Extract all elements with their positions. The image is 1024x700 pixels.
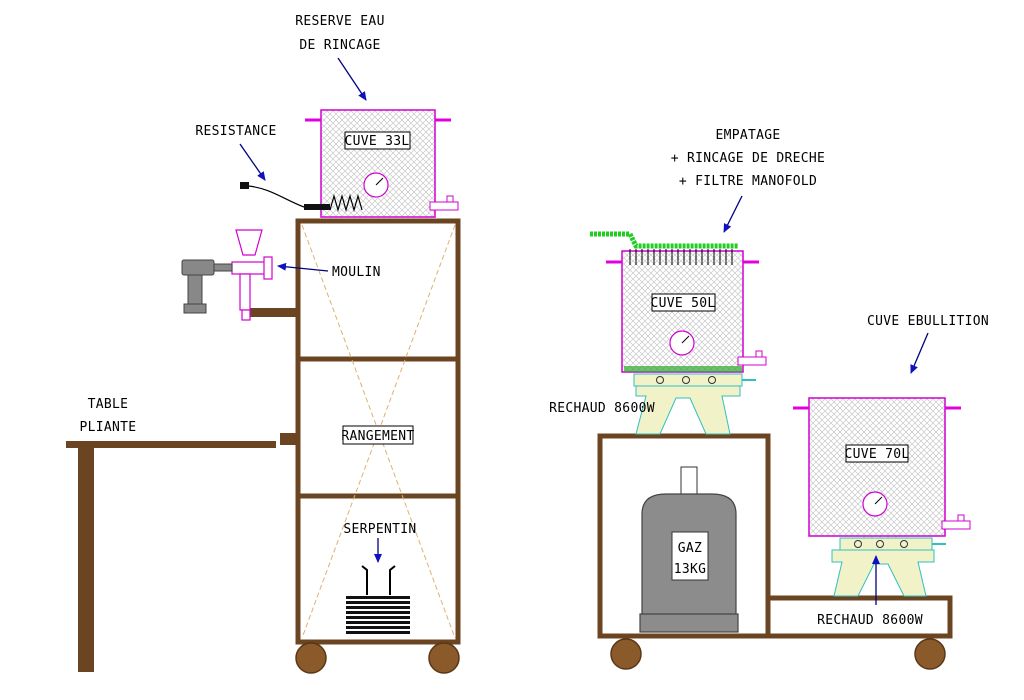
empatage-label-line3: + FILTRE MANOFOLD: [679, 174, 817, 189]
reserve-label-line1: RESERVE EAU: [295, 14, 384, 29]
left-cart-wheel-1: [295, 642, 327, 674]
cuve-70l-valve: [941, 520, 971, 530]
cuve-33l-valve-knob: [446, 195, 454, 203]
moulin-stand: [239, 273, 251, 311]
rechaud-right-annotation: RECHAUD 8600W: [817, 555, 923, 628]
serpentin-windings: [346, 596, 410, 634]
cuve-70l-thermometer-needle: [874, 496, 883, 505]
right-cart: [597, 433, 953, 670]
cuve-50l-thermometer-needle: [681, 335, 690, 344]
resistance-annotation: RESISTANCE: [195, 124, 276, 181]
serpentin-label: SERPENTIN: [343, 522, 416, 537]
right-cart-frame: [597, 433, 771, 639]
drill-body-icon: [181, 259, 215, 276]
empatage-label-line2: + RINCAGE DE DRECHE: [671, 151, 825, 166]
empatage-arrow: [723, 195, 743, 233]
resistance-arrow: [239, 143, 266, 181]
resistance-plug-housing: [304, 204, 330, 210]
drill-grip-icon: [187, 274, 203, 306]
left-cart-wheel-2: [428, 642, 460, 674]
cuve-33l-thermometer-needle: [375, 177, 384, 186]
reserve-eau-annotation: RESERVE EAU DE RINCAGE: [295, 14, 384, 101]
cuve-33l-body: [320, 109, 436, 218]
serpentin-pipes: [361, 565, 396, 595]
rangement-label: RANGEMENT: [341, 429, 414, 444]
cuve-50l: CUVE 50L: [590, 231, 767, 373]
right-cart-wheel-1: [610, 638, 642, 670]
cuve-50l-valve: [737, 356, 767, 366]
table-label-line1: TABLE: [88, 397, 129, 412]
gas-bottle: GAZ 13KG: [639, 466, 739, 633]
rechaud-left-knob-1: [656, 376, 664, 384]
table-pliante: TABLE PLIANTE: [66, 397, 298, 672]
rechaud-right-knob-2: [876, 540, 884, 548]
ebullition-annotation: CUVE EBULLITION: [867, 314, 989, 374]
gaz-label-line1: GAZ: [678, 541, 702, 556]
resistance-coil: [329, 193, 363, 213]
cuve-50l-tag: [651, 293, 716, 312]
table-top: [66, 441, 276, 448]
reserve-arrow: [337, 57, 367, 101]
gaz-label-line2: 13KG: [674, 562, 707, 577]
rechaud-left-stand: [635, 383, 741, 435]
moulin-grinder: [181, 229, 273, 321]
rechaud-right-knob-1: [854, 540, 862, 548]
moulin-label: MOULIN: [332, 265, 381, 280]
moulin-hopper: [235, 229, 263, 256]
gas-bottle-valve: [680, 466, 698, 496]
moulin-arrow: [277, 262, 329, 272]
right-cart-low-shelf: [765, 595, 953, 639]
table-label-line2: PLIANTE: [80, 420, 137, 435]
cuve-50l-valve-knob: [755, 350, 763, 358]
resistance-plug-icon: [240, 182, 249, 189]
table-hinge: [280, 433, 298, 445]
rechaud-right-knob-3: [900, 540, 908, 548]
rechaud-left-knob-3: [708, 376, 716, 384]
left-cart: [248, 218, 461, 674]
cuve-70l-tag: [845, 444, 909, 463]
rechaud-left: [633, 373, 756, 435]
gas-bottle-base: [639, 613, 739, 633]
moulin-annotation: MOULIN: [277, 262, 381, 280]
cuve-70l: CUVE 70L: [793, 397, 971, 537]
drill-battery-icon: [183, 303, 207, 314]
cuve-33l-label: CUVE 33L: [344, 134, 409, 149]
empatage-annotation: EMPATAGE + RINCAGE DE DRECHE + FILTRE MA…: [671, 128, 825, 233]
table-leg: [78, 448, 94, 672]
rechaud-left-label: RECHAUD 8600W: [549, 401, 655, 416]
rechaud-right-label: RECHAUD 8600W: [817, 613, 923, 628]
cuve-50l-manifold-tubes: [629, 249, 733, 265]
gas-bottle-tag: [671, 531, 709, 581]
left-cart-frame: [295, 218, 461, 645]
cuve-33l: CUVE 33L: [240, 109, 459, 218]
rangement-label-group: RANGEMENT: [341, 425, 414, 445]
rechaud-left-burner: [633, 373, 743, 387]
moulin-head: [263, 256, 273, 280]
cuve-50l-manifold-pipe: [590, 231, 738, 249]
rechaud-left-knob-2: [682, 376, 690, 384]
rechaud-right-stand: [831, 549, 935, 597]
drill-chuck-icon: [213, 263, 233, 272]
serpentin-coil: SERPENTIN: [343, 522, 416, 634]
cuve-50l-label: CUVE 50L: [650, 296, 715, 311]
cuve-70l-valve-knob: [957, 514, 965, 522]
rechaud-right-burner: [839, 537, 933, 551]
resistance-label: RESISTANCE: [195, 124, 276, 139]
right-cart-wheel-2: [914, 638, 946, 670]
empatage-label-line1: EMPATAGE: [715, 128, 780, 143]
rangement-box: [342, 425, 414, 445]
cuve-70l-label: CUVE 70L: [844, 447, 909, 462]
moulin-body: [231, 261, 267, 275]
rechaud-right: [831, 523, 946, 597]
ebullition-label: CUVE EBULLITION: [867, 314, 989, 329]
moulin-support-arm: [248, 308, 298, 317]
ebullition-arrow: [910, 332, 929, 374]
cuve-33l-tag: [344, 131, 411, 150]
cuve-33l-valve: [429, 201, 459, 211]
moulin-clamp: [241, 309, 251, 321]
cuve-50l-burner-flames: [624, 366, 742, 372]
reserve-label-line2: DE RINCAGE: [299, 38, 380, 53]
resistance-cable: [247, 185, 305, 208]
